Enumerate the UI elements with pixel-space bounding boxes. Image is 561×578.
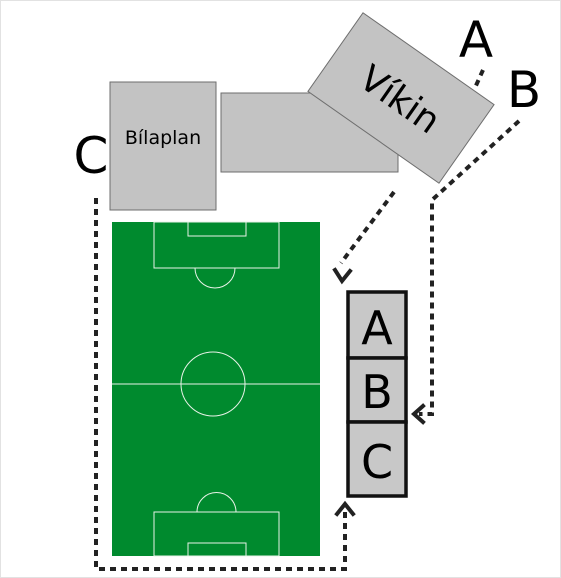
route-a-arrowhead bbox=[332, 267, 353, 285]
route-c-arrowhead bbox=[334, 500, 356, 517]
top-goal-area bbox=[187, 221, 247, 237]
parking-label: Bílaplan bbox=[125, 127, 201, 149]
buildings: Víkin Bílaplan bbox=[109, 12, 495, 211]
route-b-label: B bbox=[507, 61, 541, 119]
bottom-penalty-arc bbox=[196, 492, 237, 513]
route-b-path bbox=[419, 119, 521, 416]
route-c-path bbox=[94, 198, 347, 571]
top-penalty-arc bbox=[194, 267, 236, 289]
route-a-label: A bbox=[459, 11, 493, 69]
route-c-label: C bbox=[74, 127, 109, 185]
route-b-arrowhead bbox=[410, 403, 426, 425]
gate-c-label: C bbox=[361, 435, 393, 489]
route-a-path bbox=[339, 190, 396, 265]
gate-a-label: A bbox=[361, 301, 393, 355]
vikin-building: Víkin bbox=[307, 12, 495, 184]
parking-building bbox=[109, 81, 217, 211]
centre-circle bbox=[180, 351, 246, 417]
gate-c bbox=[346, 420, 408, 498]
gates-box: A B C bbox=[346, 290, 408, 498]
bottom-goal-area bbox=[187, 542, 247, 557]
gate-a bbox=[346, 290, 408, 360]
route-a-stub bbox=[472, 69, 485, 91]
football-pitch bbox=[112, 221, 320, 557]
gate-b-label: B bbox=[361, 365, 393, 419]
